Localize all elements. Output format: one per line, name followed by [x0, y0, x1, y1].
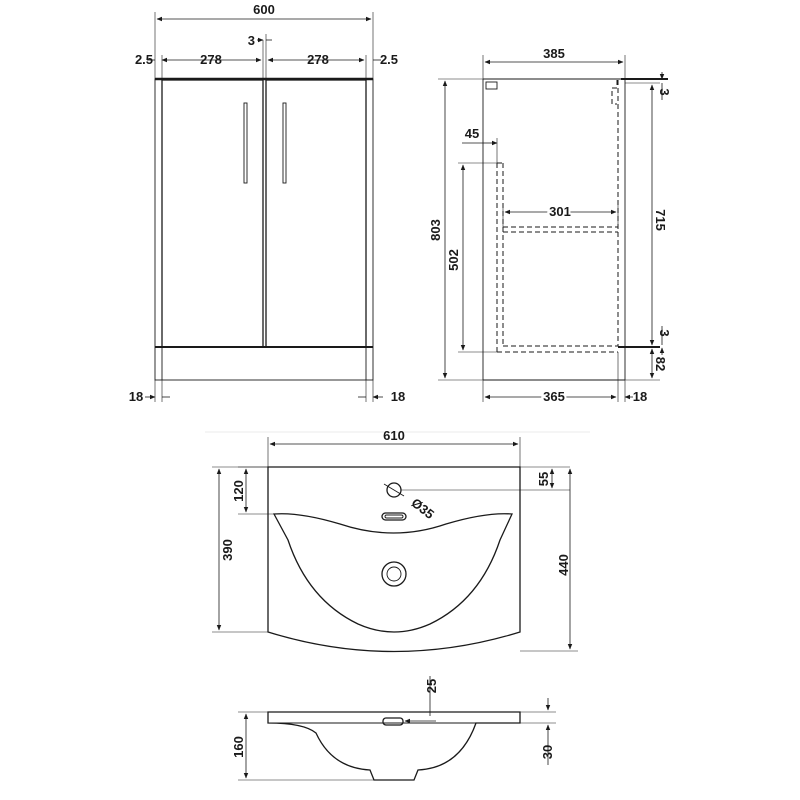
- dim-bottom-gap: 3: [657, 329, 672, 336]
- dim-inset: 45: [465, 126, 479, 141]
- side-view: 385 803 45 502 301 715 3 3 8: [428, 46, 672, 406]
- dim-panel-left: 18: [129, 389, 143, 404]
- dim-panel-right: 18: [391, 389, 405, 404]
- dim-door-left: 278: [200, 52, 222, 67]
- dim-overall-width: 600: [253, 2, 275, 17]
- dim-top-gap: 3: [657, 88, 672, 95]
- dim-tap-offset: 120: [231, 480, 246, 502]
- basin-plan-view: 610 120 390 55 440 Ø35: [212, 428, 578, 653]
- dim-shelf-depth: 301: [549, 204, 571, 219]
- dim-gap-left: 2.5: [135, 52, 153, 67]
- section-overflow: [382, 717, 404, 726]
- door-left: [161, 79, 264, 348]
- door-right: [265, 79, 367, 348]
- front-view: 600 3 2.5 278 278 2.5 18 18: [129, 2, 405, 404]
- dim-tap-hole-diameter: Ø35: [408, 495, 437, 522]
- dim-overflow: 25: [424, 679, 439, 693]
- dim-overall-depth: 440: [556, 554, 571, 576]
- dim-base-depth: 365: [543, 389, 565, 404]
- dim-section-height: 160: [231, 736, 246, 758]
- basin-bowl: [272, 513, 513, 633]
- dim-door-gap: 3: [248, 33, 255, 48]
- dim-bowl-depth: 390: [220, 539, 235, 561]
- waste-outlet: [381, 561, 407, 587]
- overflow: [381, 512, 407, 521]
- basin-section-outline: [267, 711, 521, 781]
- handle-right: [282, 102, 287, 184]
- dim-depth: 385: [543, 46, 565, 61]
- dim-basin-width: 610: [383, 428, 405, 443]
- dim-height: 803: [428, 219, 443, 241]
- dim-rim: 30: [540, 745, 555, 759]
- dim-inner-height: 502: [446, 249, 461, 271]
- dim-door-height: 715: [653, 209, 668, 231]
- dim-plinth: 82: [653, 357, 668, 371]
- basin-outline: [267, 466, 521, 653]
- dim-back-panel: 18: [633, 389, 647, 404]
- basin-section-view: 25 160 30: [231, 676, 556, 781]
- cabinet-outline: [154, 78, 374, 381]
- dim-gap-right: 2.5: [380, 52, 398, 67]
- handle-left: [243, 102, 248, 184]
- dim-door-right: 278: [307, 52, 329, 67]
- dim-tap-hole-edge: 55: [536, 472, 551, 486]
